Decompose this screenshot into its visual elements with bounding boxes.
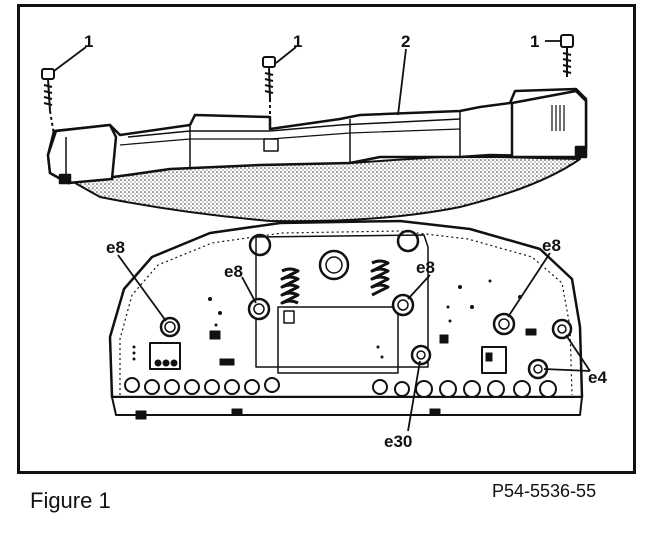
leader-lines bbox=[53, 40, 591, 432]
screw-middle bbox=[262, 56, 276, 125]
figure-reference-number: P54-5536-55 bbox=[492, 481, 597, 501]
callout-screw-left: 1 bbox=[84, 32, 93, 51]
callout-cover: 2 bbox=[401, 32, 410, 51]
screw-right bbox=[560, 34, 574, 77]
callout-bulb-e8-mid-left: e8 bbox=[224, 262, 243, 281]
figure-caption: Figure 1 bbox=[30, 488, 111, 513]
figure-frame: 1 1 1 2 e8 e8 e8 e8 e30 e4 bbox=[17, 4, 636, 474]
callout-bulb-e30: e30 bbox=[384, 432, 412, 451]
callout-bulb-e8-left: e8 bbox=[106, 238, 125, 257]
screw-left bbox=[41, 68, 55, 136]
callout-bulb-e8-mid-right: e8 bbox=[416, 258, 435, 277]
callout-screw-right: 1 bbox=[530, 32, 539, 51]
callout-bulb-e8-right: e8 bbox=[542, 236, 561, 255]
cluster-cover bbox=[46, 87, 588, 223]
callout-screw-middle: 1 bbox=[293, 32, 302, 51]
instrument-cluster-board bbox=[108, 219, 584, 420]
callout-bulb-e4: e4 bbox=[588, 368, 607, 387]
exploded-diagram: 1 1 1 2 e8 e8 e8 e8 e30 e4 bbox=[41, 32, 607, 451]
